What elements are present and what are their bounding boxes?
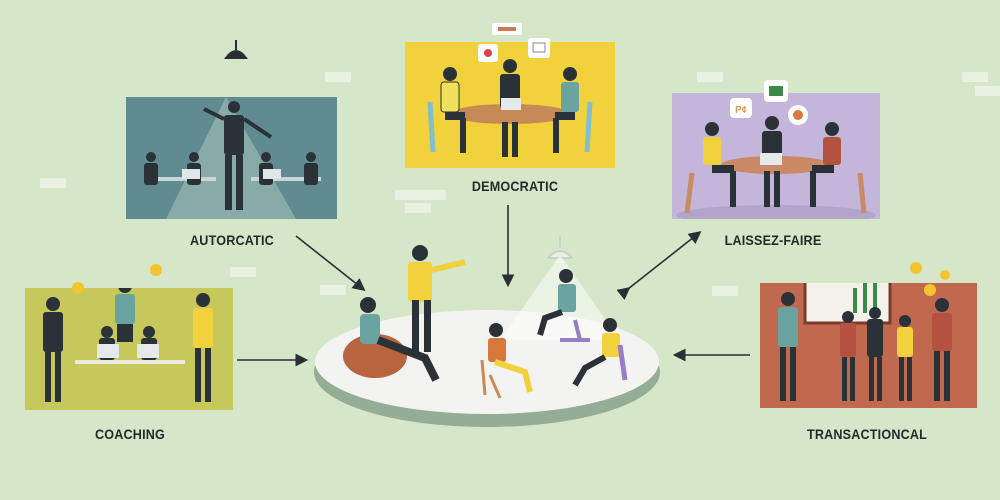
label-democratic: DEMOCRATIC xyxy=(471,178,559,194)
label-autocratic: AUTORCATIC xyxy=(190,232,274,248)
laissez-faire-illustration xyxy=(672,93,880,219)
label-coaching: COACHING xyxy=(94,426,166,442)
transactional-illustration xyxy=(760,283,977,408)
label-laissez-faire: LAISSEZ-FAIRE xyxy=(724,232,822,248)
autocratic-illustration xyxy=(126,97,337,219)
coaching-illustration xyxy=(25,288,233,410)
arrow-autocratic xyxy=(295,235,366,291)
democratic-illustration xyxy=(405,42,615,168)
arrow-laissez-faire xyxy=(616,231,702,300)
label-transactional: TRANSACTIONCAL xyxy=(806,426,928,442)
